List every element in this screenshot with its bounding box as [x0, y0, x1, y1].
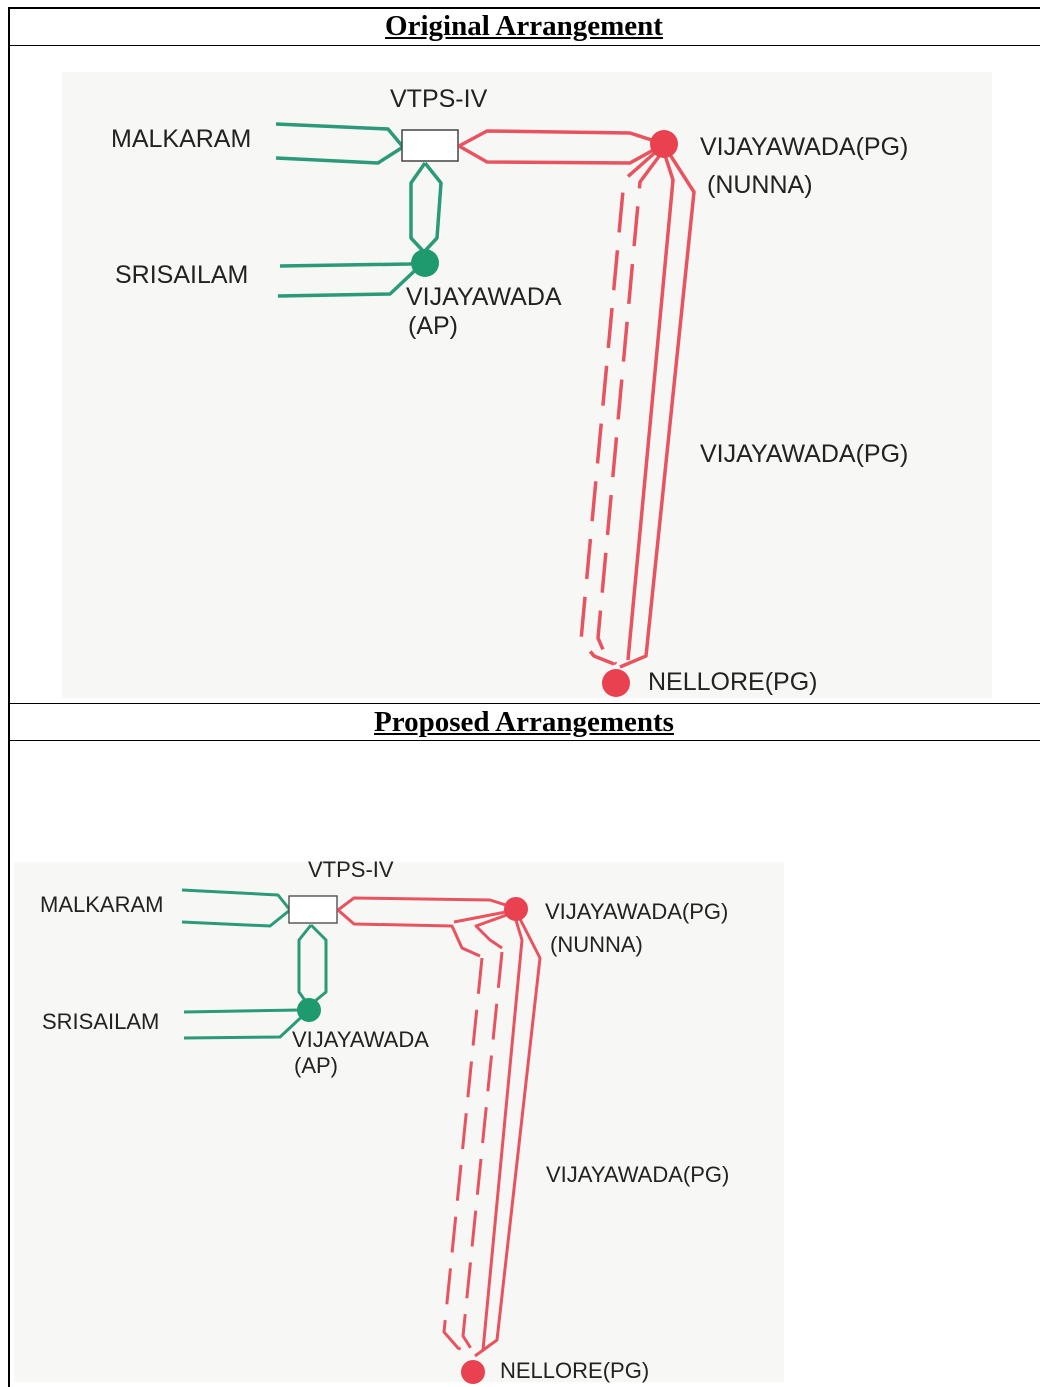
line-nunna-nellore-outer: [474, 914, 542, 1358]
vtps-node: [288, 895, 338, 924]
label-line: VIJAYAWADA(PG): [546, 1162, 729, 1187]
line-malkaram-lower: [275, 145, 404, 165]
vijayawada-ap-node: [411, 249, 439, 277]
label-nellore: NELLORE(PG): [648, 668, 817, 696]
line-nunna-nellore-dashed-b: [442, 957, 484, 1356]
line-malkaram-upper: [181, 888, 292, 911]
label-nunna: (NUNNA): [550, 932, 643, 957]
section-heading-original: Original Arrangement: [385, 10, 663, 42]
line-vtps-vijayawada-ap: [297, 923, 328, 1008]
line-nunna-nellore-dashed-a: [596, 153, 662, 666]
line-srisailam-upper: [183, 1008, 309, 1014]
section-heading-proposed: Proposed Arrangements: [374, 706, 674, 738]
label-srisailam: SRISAILAM: [42, 1009, 159, 1034]
line-malkaram-lower: [181, 908, 291, 928]
label-vijayawada-ap-2: (AP): [408, 312, 458, 340]
label-nellore: NELLORE(PG): [500, 1358, 649, 1383]
vijayawada-pg-node: [650, 130, 678, 158]
label-vijayawada-pg: VIJAYAWADA(PG): [545, 899, 728, 924]
divider: [8, 45, 1040, 46]
label-vijayawada-ap-1: VIJAYAWADA: [406, 283, 562, 311]
label-vtps: VTPS-IV: [390, 85, 488, 113]
line-nunna-nellore-dashed-b: [579, 148, 660, 666]
label-srisailam: SRISAILAM: [115, 261, 248, 289]
nellore-node: [461, 1360, 485, 1384]
line-srisailam-lower: [183, 1008, 311, 1040]
line-malkaram-upper: [275, 122, 405, 149]
divider: [8, 703, 1040, 704]
label-vijayawada-pg: VIJAYAWADA(PG): [700, 133, 908, 161]
line-nunna-loop: [474, 910, 516, 950]
diagram-background: [14, 862, 784, 1382]
diagram-original: VTPS-IV MALKARAM SRISAILAM VIJAYAWADA (A…: [111, 85, 908, 697]
line-nunna-nellore-inner: [626, 151, 675, 661]
line-nunna-nellore-outer: [619, 149, 696, 669]
label-nunna: (NUNNA): [707, 171, 813, 199]
line-srisailam-lower: [277, 260, 426, 298]
label-vijayawada-ap-1: VIJAYAWADA: [292, 1027, 429, 1052]
divider: [8, 740, 1040, 741]
line-vtps-nunna-inner: [337, 908, 481, 958]
nellore-node: [602, 669, 630, 697]
line-nunna-branch: [453, 910, 507, 924]
line-vtps-nunna-outer: [337, 896, 516, 912]
label-malkaram: MALKARAM: [40, 892, 163, 917]
outer-frame: [8, 7, 1040, 1387]
vijayawada-ap-node: [297, 998, 321, 1022]
label-vtps: VTPS-IV: [308, 857, 394, 882]
line-nunna-nellore-inner: [481, 916, 524, 1351]
vijayawada-pg-node: [504, 897, 528, 921]
label-malkaram: MALKARAM: [111, 125, 251, 153]
line-nunna-nellore-dashed-a: [461, 951, 504, 1351]
diagram-background: [62, 72, 992, 698]
label-vijayawada-ap-2: (AP): [294, 1053, 338, 1078]
vtps-node: [401, 129, 459, 162]
label-line: VIJAYAWADA(PG): [700, 440, 908, 468]
